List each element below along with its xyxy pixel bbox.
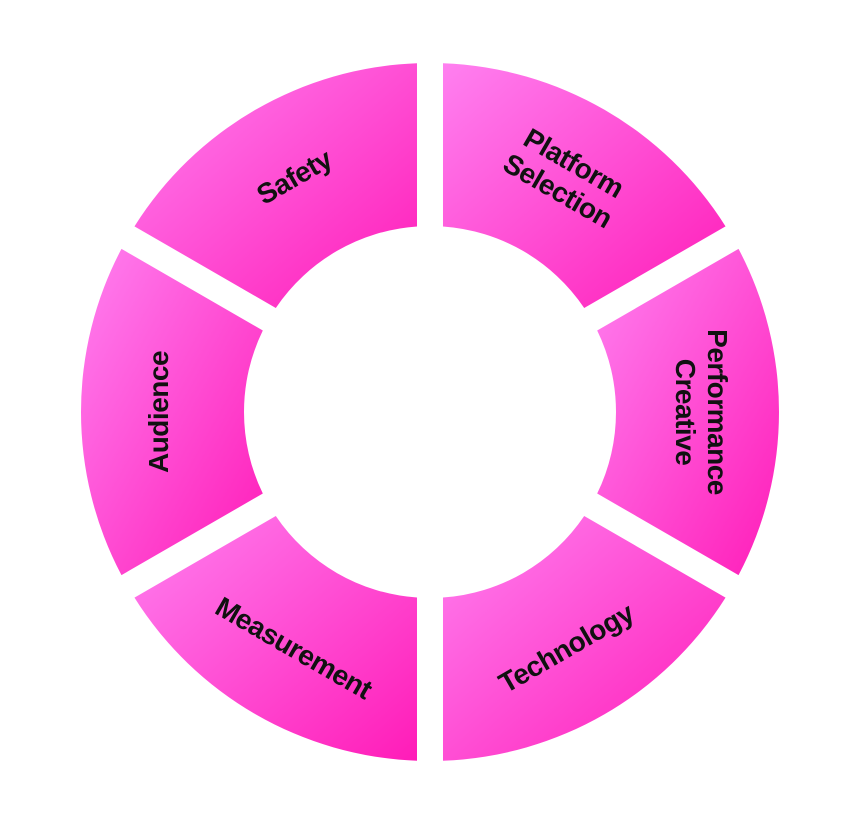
segment-platform-selection — [442, 63, 726, 308]
segment-measurement — [134, 516, 418, 761]
segments-layer — [80, 63, 779, 761]
segment-technology — [442, 516, 726, 761]
segment-safety — [134, 63, 418, 308]
segment-audience — [80, 248, 263, 576]
segment-performance-creative — [597, 248, 779, 576]
label-line: Creative — [670, 359, 701, 466]
label-line: Performance — [702, 329, 733, 495]
label-performance-creative: PerformanceCreative — [670, 329, 733, 495]
label-line: Audience — [143, 351, 174, 473]
label-audience: Audience — [143, 351, 174, 473]
